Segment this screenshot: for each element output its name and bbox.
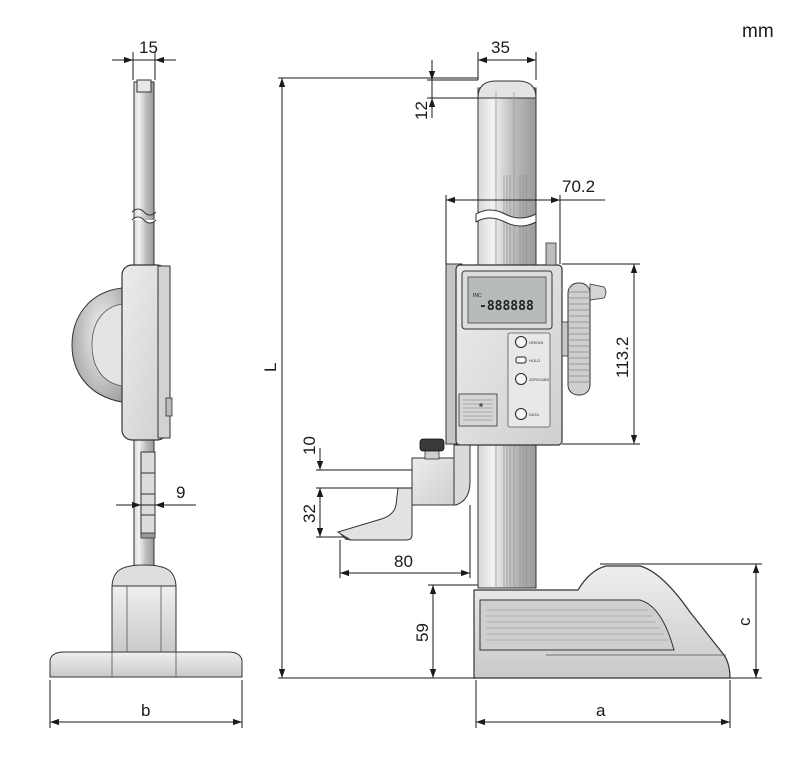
svg-text:ORIGIN: ORIGIN	[529, 340, 543, 345]
side-view	[49, 79, 243, 678]
dim-a: a	[596, 701, 606, 720]
svg-text:HOLD: HOLD	[529, 358, 540, 363]
dim-L: L	[261, 363, 280, 372]
lcd-mode: INC	[473, 293, 482, 299]
handwheel-knurl	[569, 291, 589, 383]
side-base-foot	[49, 651, 243, 678]
dim-59: 59	[413, 623, 432, 642]
side-scriber-tip	[140, 532, 156, 539]
lcd-reading: -888888	[479, 299, 534, 314]
side-break-top	[131, 208, 157, 216]
front-break	[475, 209, 537, 227]
handwheel-knob[interactable]	[589, 283, 607, 301]
front-base-knurl	[486, 609, 668, 641]
origin-button[interactable]: ORIGIN	[515, 336, 544, 348]
handwheel[interactable]	[567, 282, 591, 396]
side-base-column	[111, 585, 177, 655]
scriber-clamp	[411, 457, 455, 506]
data-button[interactable]: DATA	[515, 408, 540, 420]
scriber	[336, 487, 413, 541]
front-view: INC -888888 ORIGIN HOLD ZERO/ABS DATA	[336, 80, 731, 679]
dim-9: 9	[176, 483, 185, 502]
clamp-knob[interactable]	[419, 438, 445, 452]
zero-abs-button[interactable]: ZERO/ABS	[515, 373, 550, 385]
dim-32: 32	[300, 504, 319, 523]
front-head-top-pin	[545, 242, 557, 266]
unit-label: mm	[742, 21, 774, 42]
dim-70-2: 70.2	[562, 177, 595, 196]
dim-113-2: 113.2	[613, 337, 632, 378]
dim-15: 15	[139, 38, 158, 57]
side-slider-face	[157, 265, 171, 439]
svg-text:DATA: DATA	[529, 412, 539, 417]
side-handwheel-inner	[91, 303, 123, 387]
svg-text:ZERO/ABS: ZERO/ABS	[529, 377, 550, 382]
side-break-bottom	[131, 216, 157, 224]
fine-adjust-screw[interactable]	[479, 403, 483, 407]
dimension-lines	[49, 52, 762, 728]
dim-12: 12	[412, 101, 431, 120]
hold-button[interactable]: HOLD	[515, 356, 540, 364]
scriber-tip	[338, 532, 352, 540]
side-base-collar	[111, 564, 177, 589]
side-beam-cap	[136, 79, 152, 93]
fine-adjust-ribs	[463, 399, 493, 421]
front-base-pad	[479, 599, 675, 651]
dim-c: c	[735, 617, 754, 626]
dim-b: b	[141, 701, 150, 720]
lcd-screen	[467, 276, 547, 324]
dim-10: 10	[300, 436, 319, 455]
side-slider-knob	[165, 397, 173, 417]
front-beam-cap	[477, 80, 537, 99]
dim-35: 35	[491, 38, 510, 57]
dim-80: 80	[394, 552, 413, 571]
fine-adjust-block	[458, 393, 498, 427]
